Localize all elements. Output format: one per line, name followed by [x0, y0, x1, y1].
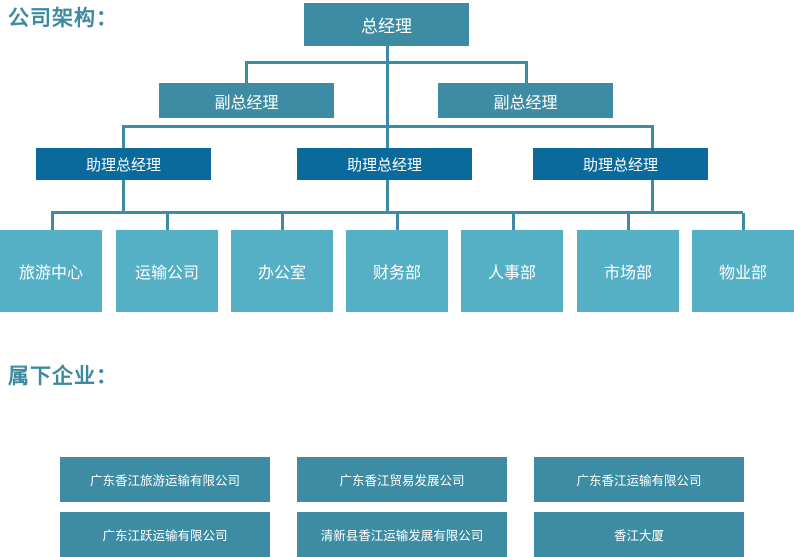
connector-to-department-5 — [512, 213, 515, 231]
connector-gm-stem — [386, 46, 389, 62]
node-department-tourism-center[interactable]: 旅游中心 — [0, 230, 102, 312]
node-department-human-resources[interactable]: 人事部 — [461, 230, 563, 312]
connector-to-assistant-1 — [122, 127, 125, 148]
node-deputy-general-manager-2[interactable]: 副总经理 — [438, 83, 613, 118]
connector-assistant-2-stem — [386, 180, 389, 212]
subsidiary-guangdong-xiangjiang-tourism-transport[interactable]: 广东香江旅游运输有限公司 — [60, 457, 270, 502]
connector-to-deputy-2 — [525, 61, 528, 83]
connector-to-department-7 — [742, 213, 745, 231]
node-department-finance[interactable]: 财务部 — [346, 230, 448, 312]
subsidiaries-title: 属下企业： — [8, 364, 118, 388]
connector-assistant-1-stem — [122, 180, 125, 212]
subsidiary-guangdong-xiangjiang-transport[interactable]: 广东香江运输有限公司 — [534, 457, 744, 502]
node-department-marketing[interactable]: 市场部 — [577, 230, 679, 312]
node-assistant-general-manager-1[interactable]: 助理总经理 — [36, 148, 211, 180]
connector-to-department-4 — [396, 213, 399, 231]
subsidiary-xiangjiang-building[interactable]: 香江大厦 — [534, 512, 744, 557]
node-department-office[interactable]: 办公室 — [231, 230, 333, 312]
connector-to-assistant-3 — [651, 127, 654, 148]
connector-to-deputy-1 — [245, 61, 248, 83]
connector-departments-bar — [51, 211, 743, 214]
node-department-property-management[interactable]: 物业部 — [692, 230, 794, 312]
node-department-transport-company[interactable]: 运输公司 — [116, 230, 218, 312]
connector-level3-bar — [122, 125, 654, 128]
subsidiary-qingxin-county-xiangjiang-transport-development[interactable]: 清新县香江运输发展有限公司 — [297, 512, 507, 557]
node-deputy-general-manager-1[interactable]: 副总经理 — [159, 83, 334, 118]
node-assistant-general-manager-3[interactable]: 助理总经理 — [533, 148, 708, 180]
connector-center-spine-upper — [386, 61, 389, 125]
connector-to-department-2 — [166, 213, 169, 231]
connector-to-department-6 — [627, 213, 630, 231]
node-assistant-general-manager-2[interactable]: 助理总经理 — [297, 148, 472, 180]
subsidiary-guangdong-jiangyue-transport[interactable]: 广东江跃运输有限公司 — [60, 512, 270, 557]
connector-to-department-3 — [281, 213, 284, 231]
node-general-manager[interactable]: 总经理 — [304, 3, 469, 46]
connector-assistant-3-stem — [651, 180, 654, 212]
connector-to-department-1 — [51, 213, 54, 231]
org-structure-title: 公司架构： — [8, 6, 118, 30]
subsidiary-guangdong-xiangjiang-trade-development[interactable]: 广东香江贸易发展公司 — [297, 457, 507, 502]
connector-to-assistant-2 — [386, 127, 389, 148]
